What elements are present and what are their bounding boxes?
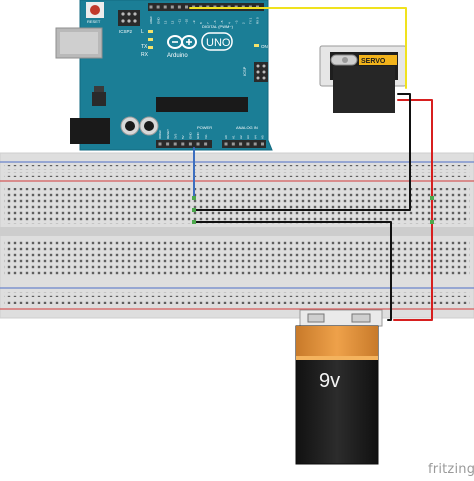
reset-button-cap [90,5,100,15]
analog-header [222,140,266,148]
wires [189,7,433,321]
icsp-header [254,62,268,82]
power-pin-label: GND [189,132,193,140]
wire-servo-power [393,99,433,321]
icsp2-label: ICSP2 [119,29,133,34]
power-pin-label: IOREF [158,130,162,139]
analog-pin-hole [231,142,235,146]
digital-pin-label: 8 [199,22,203,24]
icsp2-header [118,10,140,26]
analog-pin-hole [224,142,228,146]
digital-pin-hole [156,5,160,9]
servo-label-plate [359,55,397,65]
power-pin-label: 5V [181,135,185,139]
analog-pin-hole [261,142,264,146]
microcontroller-chip [156,97,248,112]
power-pin-label: GND [196,132,200,140]
power-pin-label: RESET [166,129,170,139]
power-pin-hole [188,142,192,146]
digital-pin-label: RX 0 [256,17,260,24]
power-pin-hole [204,142,208,146]
wire-servo-ground [193,93,411,211]
board-name: UNO [206,37,231,49]
analog-pin-label: A0 [224,135,228,139]
analog-pin-label: A2 [239,135,243,139]
power-pin-label: 3V3 [173,133,177,139]
digital-pin-hole [177,5,181,9]
battery-9v: 9v [295,309,383,465]
digital-pin-label: 4 [227,22,231,24]
servo-horn-hub [342,57,348,63]
analog-pin-label: A3 [246,135,250,139]
led-label-l: L [141,29,144,35]
digital-pin-hole [185,5,188,9]
wire-endpoints [192,196,434,224]
analog-pin-label: A4 [253,135,257,139]
breadboard-strip-top [4,188,470,224]
digital-pin-label: GND [156,17,160,25]
digital-pin-label: ~3 [234,20,238,24]
digital-pin-label: AREF [149,16,153,24]
wire-signal [189,7,407,89]
power-jack [70,118,110,144]
digital-pin-hole [170,5,174,9]
digital-pin-label: 7 [206,22,210,24]
breadboard-channel [0,227,474,236]
analog-pin-hole [253,142,257,146]
servo-label: SERVO [361,58,386,65]
breadboard-strip-bottom [4,240,470,276]
led-label-tx: TX [141,44,148,50]
digital-pin-label: ~10 [185,19,189,24]
breadboard-top-rail [0,161,474,182]
digital-pin-hole [149,5,153,9]
on-label: ON [261,44,268,49]
power-pin-hole [196,142,200,146]
digital-pin-label: ~6 [213,20,217,24]
servo-motor: SERVO [319,45,407,113]
analog-label: ANALOG IN [236,125,258,130]
fritzing-watermark: fritzing [428,462,474,477]
analog-pin-label: A5 [261,135,265,139]
reset-label: RESET [87,19,101,24]
analog-pin-hole [239,142,243,146]
status-leds: TX RX L ON [141,29,268,58]
power-label: POWER [197,125,212,130]
digital-pin-label: TX 1 [249,17,253,24]
power-pin-hole [181,142,185,146]
digital-pin-label: ~11 [178,19,182,24]
analog-pin-label: A1 [232,135,236,139]
digital-pin-label: ~9 [192,20,196,24]
voltage-regulator [92,92,106,106]
arduino-logo [167,32,233,51]
battery-label: 9v [319,370,340,392]
digital-pin-label: 12 [171,20,175,24]
wire-battery-ground [193,221,392,321]
analog-pin-hole [246,142,250,146]
digital-pin-label: 2 [242,22,246,24]
breadboard-bottom-rail [0,287,474,310]
digital-pin-label: 13 [163,20,167,24]
power-pin-hole [166,142,170,146]
power-pin-hole [158,142,162,146]
led-label-rx: RX [141,52,149,58]
digital-label: DIGITAL (PWM~) [202,24,234,29]
power-pin-label: Vin [204,134,208,139]
icsp-label: ICSP [242,66,247,76]
brand-label: Arduino [167,53,188,59]
digital-pin-hole [163,5,167,9]
digital-pin-label: ~5 [220,20,224,24]
power-pin-hole [173,142,177,146]
battery-band [296,326,378,356]
breadboard [0,152,474,319]
